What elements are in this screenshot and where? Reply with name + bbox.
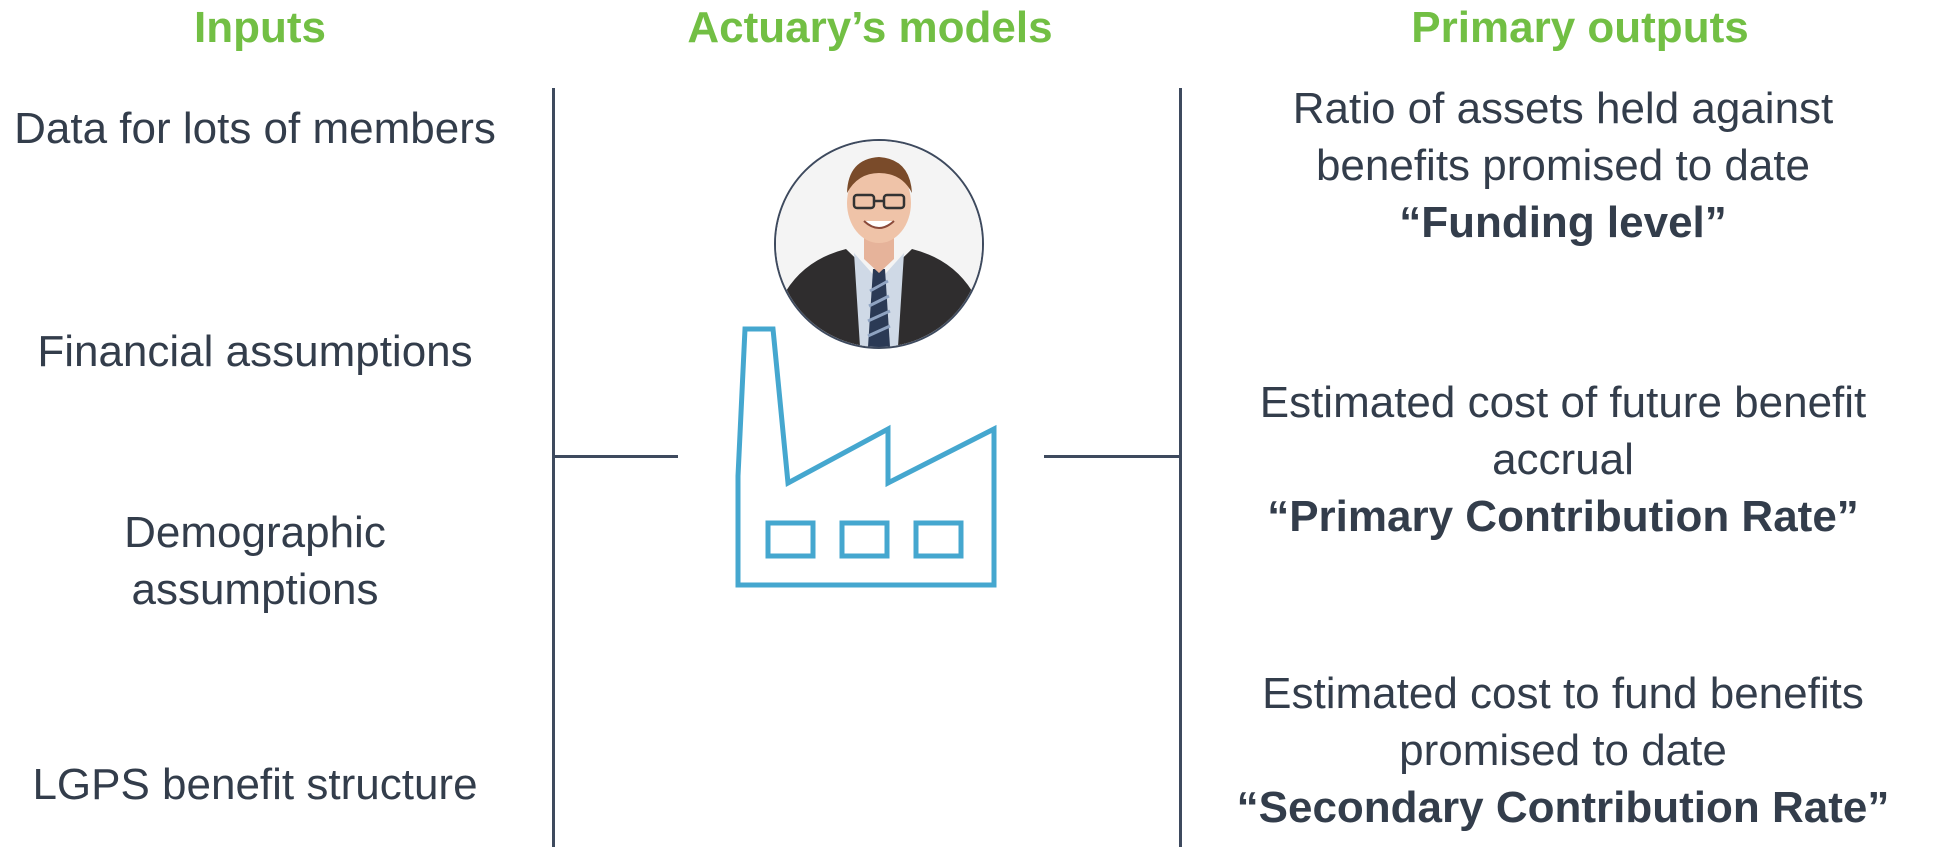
input-item-member-data: Data for lots of members <box>14 104 496 153</box>
left-divider <box>552 88 555 847</box>
input-item-demographic-assumptions: Demographic assumptions <box>124 508 386 614</box>
factory-window-3 <box>913 520 964 559</box>
right-connector <box>1044 455 1179 458</box>
output-description-line: accrual <box>1492 435 1634 484</box>
output-secondary-contribution-rate: Estimated cost to fund benefits promised… <box>1190 665 1936 836</box>
input-item-benefit-structure: LGPS benefit structure <box>32 760 478 809</box>
factory-icon <box>735 326 997 588</box>
output-description-line: promised to date <box>1399 726 1727 775</box>
output-funding-level: Ratio of assets held against benefits pr… <box>1190 80 1936 251</box>
factory-window-2 <box>839 520 890 559</box>
output-primary-contribution-rate: Estimated cost of future benefit accrual… <box>1190 374 1936 545</box>
factory-window-1 <box>765 520 816 559</box>
output-description-line: Estimated cost of future benefit <box>1259 378 1867 427</box>
actuary-photo-icon <box>776 141 982 347</box>
input-item-financial-assumptions: Financial assumptions <box>37 327 473 376</box>
primary-outputs-heading: Primary outputs <box>1411 3 1749 52</box>
output-term: “Funding level” <box>1399 198 1727 247</box>
output-term: “Primary Contribution Rate” <box>1267 492 1859 541</box>
actuary-avatar <box>774 139 984 349</box>
right-divider <box>1179 88 1182 847</box>
actuary-models-heading: Actuary’s models <box>687 3 1053 52</box>
inputs-heading: Inputs <box>194 3 326 52</box>
left-connector <box>555 455 678 458</box>
output-term: “Secondary Contribution Rate” <box>1236 783 1890 832</box>
output-description-line: Ratio of assets held against <box>1292 84 1834 133</box>
output-description-line: benefits promised to date <box>1315 141 1811 190</box>
output-description-line: Estimated cost to fund benefits <box>1262 669 1864 718</box>
